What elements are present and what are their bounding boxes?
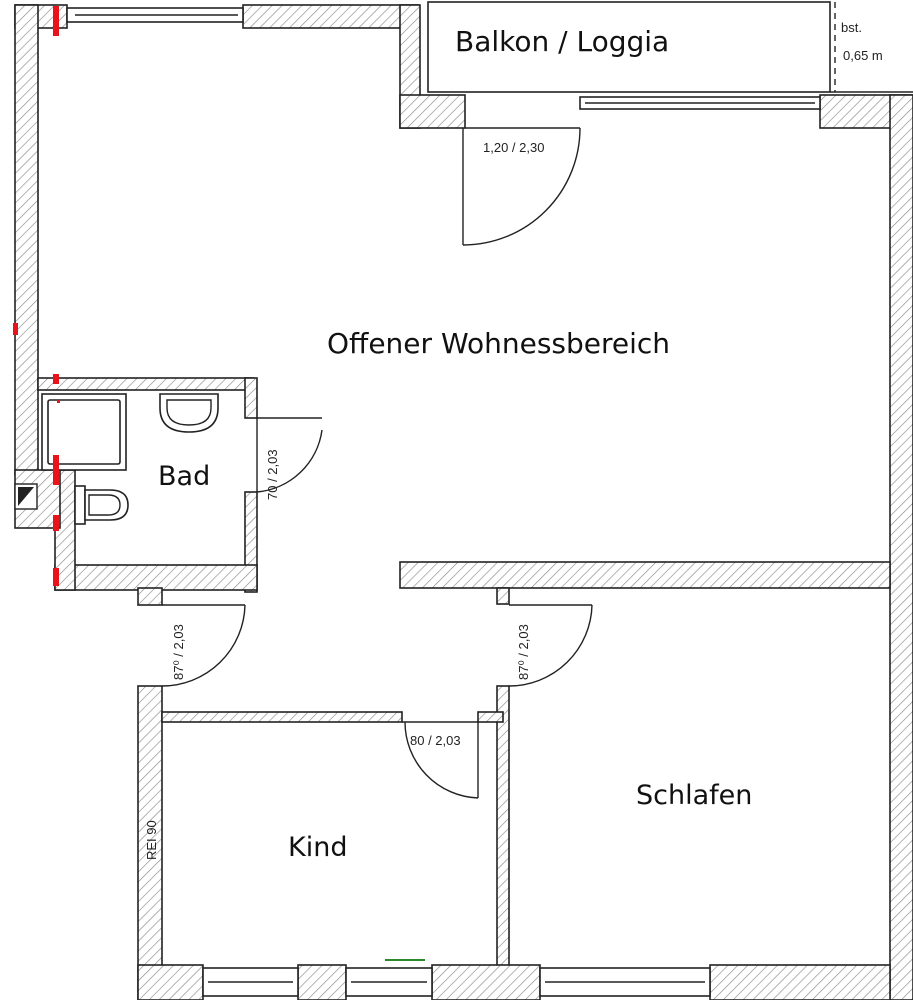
door-label-bedroom: 87⁰ / 2,03 [516,624,531,680]
annotation-fire-rating: REI 90 [144,820,159,860]
balcony-outline [427,1,831,93]
wall-bath-top [37,377,254,391]
wall-middle-horizontal [399,561,891,589]
wall-right-outer [889,94,913,1000]
wall-top-mid [242,4,419,29]
room-label-bedroom: Schlafen [636,780,752,811]
red-markers [13,6,60,586]
room-label-bath: Bad [158,461,210,492]
door-label-balcony: 1,20 / 2,30 [483,140,544,155]
wall-balcony-bottom-left [399,94,466,129]
wall-hall-left [137,587,163,606]
wall-hall-left-lower [137,685,163,1000]
door-label-child: 80 / 2,03 [410,733,461,748]
door-label-hall: 87⁰ / 2,03 [171,624,186,680]
room-label-balcony: Balkon / Loggia [455,25,669,58]
door-label-bath: 70 / 2,03 [265,449,280,500]
wall-bottom-2 [297,964,347,1000]
wall-bedroom-left [496,685,510,1000]
wall-child-top [161,711,403,723]
wall-bath-bottom [54,564,258,591]
wall-bottom-3 [431,964,541,1000]
doors [161,127,593,799]
wall-bath-right-upper [244,377,258,419]
annotation-bst: bst. [841,20,862,35]
walls [14,4,913,1000]
wall-bottom-1 [137,964,204,1000]
room-label-child: Kind [288,832,347,863]
toilet-tank [74,485,86,525]
room-label-living: Offener Wohnessbereich [327,327,670,360]
wall-bedroom-notch [477,711,504,723]
annotation-width: 0,65 m [843,48,883,63]
wall-bedroom-left-stub [496,587,510,605]
wall-left-outer [14,4,39,476]
balcony [427,1,913,93]
wall-bottom-4 [709,964,891,1000]
windows [66,7,821,997]
